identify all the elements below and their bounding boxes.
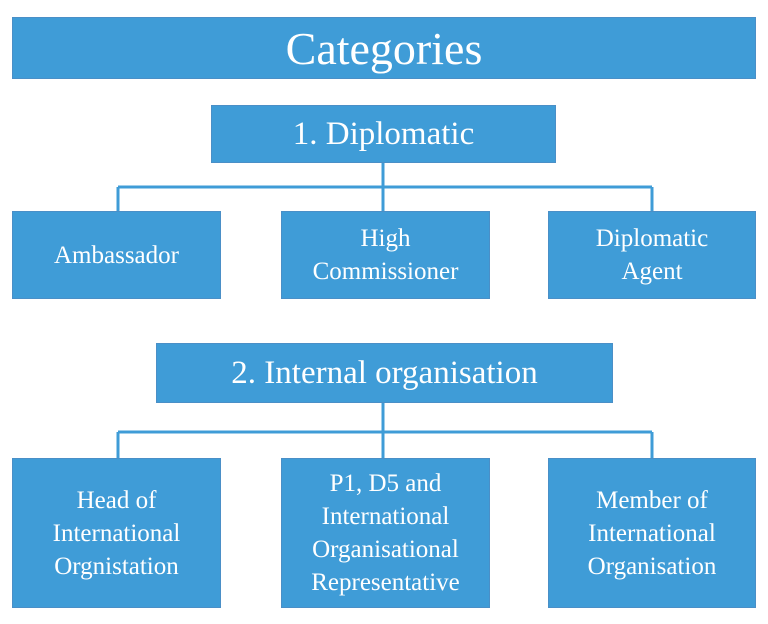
node-ambassador: Ambassador	[12, 211, 221, 299]
node-diplomatic-agent: Diplomatic Agent	[548, 211, 756, 299]
node-head-of-international-organisation: Head of International Orgnistation	[12, 458, 221, 608]
node-p1-d5-representative: P1, D5 and International Organisational …	[281, 458, 490, 608]
section-internal-organisation-heading: 2. Internal organisation	[156, 343, 613, 403]
node-member-of-international-organisation: Member of International Organisation	[548, 458, 756, 608]
categories-title: Categories	[12, 17, 756, 79]
section-diplomatic-heading: 1. Diplomatic	[211, 105, 556, 163]
node-high-commissioner: High Commissioner	[281, 211, 490, 299]
